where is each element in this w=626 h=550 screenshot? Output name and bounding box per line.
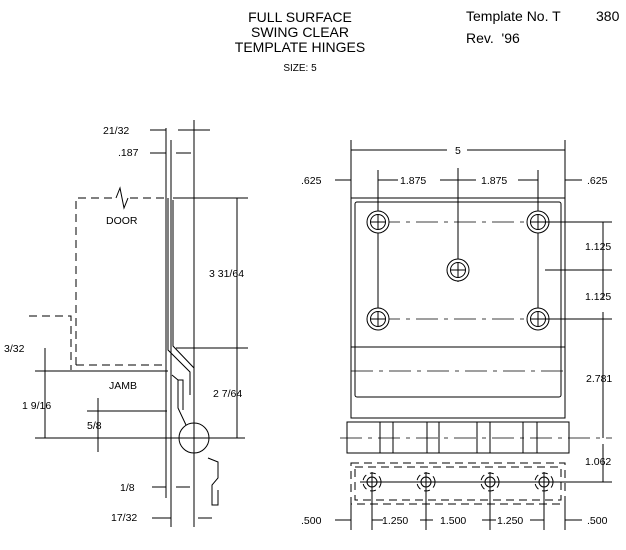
dim-bottom-1: 1.250 xyxy=(382,515,408,527)
dim-lines xyxy=(545,221,612,483)
front-view: 5 .625 1.875 1.875 .625 1.125 1.125 2.78… xyxy=(301,140,612,530)
dim-bottom-edge-right: .500 xyxy=(587,515,608,527)
size-value: 5 xyxy=(311,63,317,74)
screw-holes xyxy=(366,210,550,331)
jamb-label: JAMB xyxy=(109,380,137,392)
title-line-1: FULL SURFACE xyxy=(248,9,352,25)
dim-v3: 2.781 xyxy=(586,373,612,385)
template-label: Template No. T xyxy=(466,8,561,24)
jamb-hole xyxy=(416,472,436,530)
extension-lines xyxy=(350,140,566,530)
drawing-title: FULL SURFACE SWING CLEAR TEMPLATE HINGES… xyxy=(230,10,370,76)
dim-edge-left: .625 xyxy=(301,175,322,187)
dim-v4: 1.062 xyxy=(585,456,611,468)
dim-21-32: 21/32 xyxy=(103,125,129,137)
screw-hole xyxy=(446,258,470,282)
jamb-leaf xyxy=(171,374,187,426)
dim-v1: 1.125 xyxy=(585,241,611,253)
dim-3-32: 3/32 xyxy=(4,343,25,355)
knuckle-lines xyxy=(379,422,538,453)
dim-bottom-3: 1.250 xyxy=(497,515,523,527)
revision-label: Rev. xyxy=(466,30,494,46)
jamb-hole xyxy=(534,472,554,530)
screw-hole xyxy=(366,210,390,234)
dim-spacing-left: 1.875 xyxy=(400,175,426,187)
dim-lines xyxy=(335,149,582,181)
side-view: 21/32 .187 DOOR 3 31/64 2 7/64 3/32 JAMB… xyxy=(4,120,248,527)
dim-width: 5 xyxy=(455,145,461,157)
door-label: DOOR xyxy=(106,215,138,227)
size-line: SIZE: 5 xyxy=(230,61,370,76)
revision: Rev. '96 xyxy=(466,30,520,46)
leaf-swing xyxy=(207,457,219,506)
screw-hole xyxy=(366,307,390,331)
title-line-3: TEMPLATE HINGES xyxy=(234,39,366,55)
break-symbol xyxy=(115,186,129,210)
jamb-hole xyxy=(362,472,382,530)
size-label: SIZE: xyxy=(283,63,309,74)
dim-1-8: 1/8 xyxy=(120,482,135,494)
dim-3-31-64: 3 31/64 xyxy=(209,268,244,280)
hinge-leaf xyxy=(167,198,195,395)
jamb-outline xyxy=(29,315,72,370)
dim-edge-right: .625 xyxy=(587,175,608,187)
jamb-leaf-outline xyxy=(350,462,566,505)
dim-5-8: 5/8 xyxy=(87,420,102,432)
dim-bottom-2: 1.500 xyxy=(440,515,466,527)
title-line-2: SWING CLEAR xyxy=(250,24,349,40)
dim-17-32: 17/32 xyxy=(111,512,137,524)
dim-bottom-edge-left: .500 xyxy=(301,515,322,527)
dim-1-9-16: 1 9/16 xyxy=(22,400,51,412)
barrel xyxy=(346,421,570,454)
jamb-leaf-inner xyxy=(354,466,562,501)
door-outline xyxy=(75,197,166,365)
template-number: Template No. T 380 xyxy=(466,8,619,24)
template-number-value: 380 xyxy=(596,8,620,24)
dim-187: .187 xyxy=(118,147,139,159)
dim-2-7-64: 2 7/64 xyxy=(213,388,242,400)
dim-v2: 1.125 xyxy=(585,291,611,303)
revision-value: '96 xyxy=(501,30,520,46)
dim-spacing-right: 1.875 xyxy=(481,175,507,187)
dim-arrows xyxy=(150,129,212,519)
